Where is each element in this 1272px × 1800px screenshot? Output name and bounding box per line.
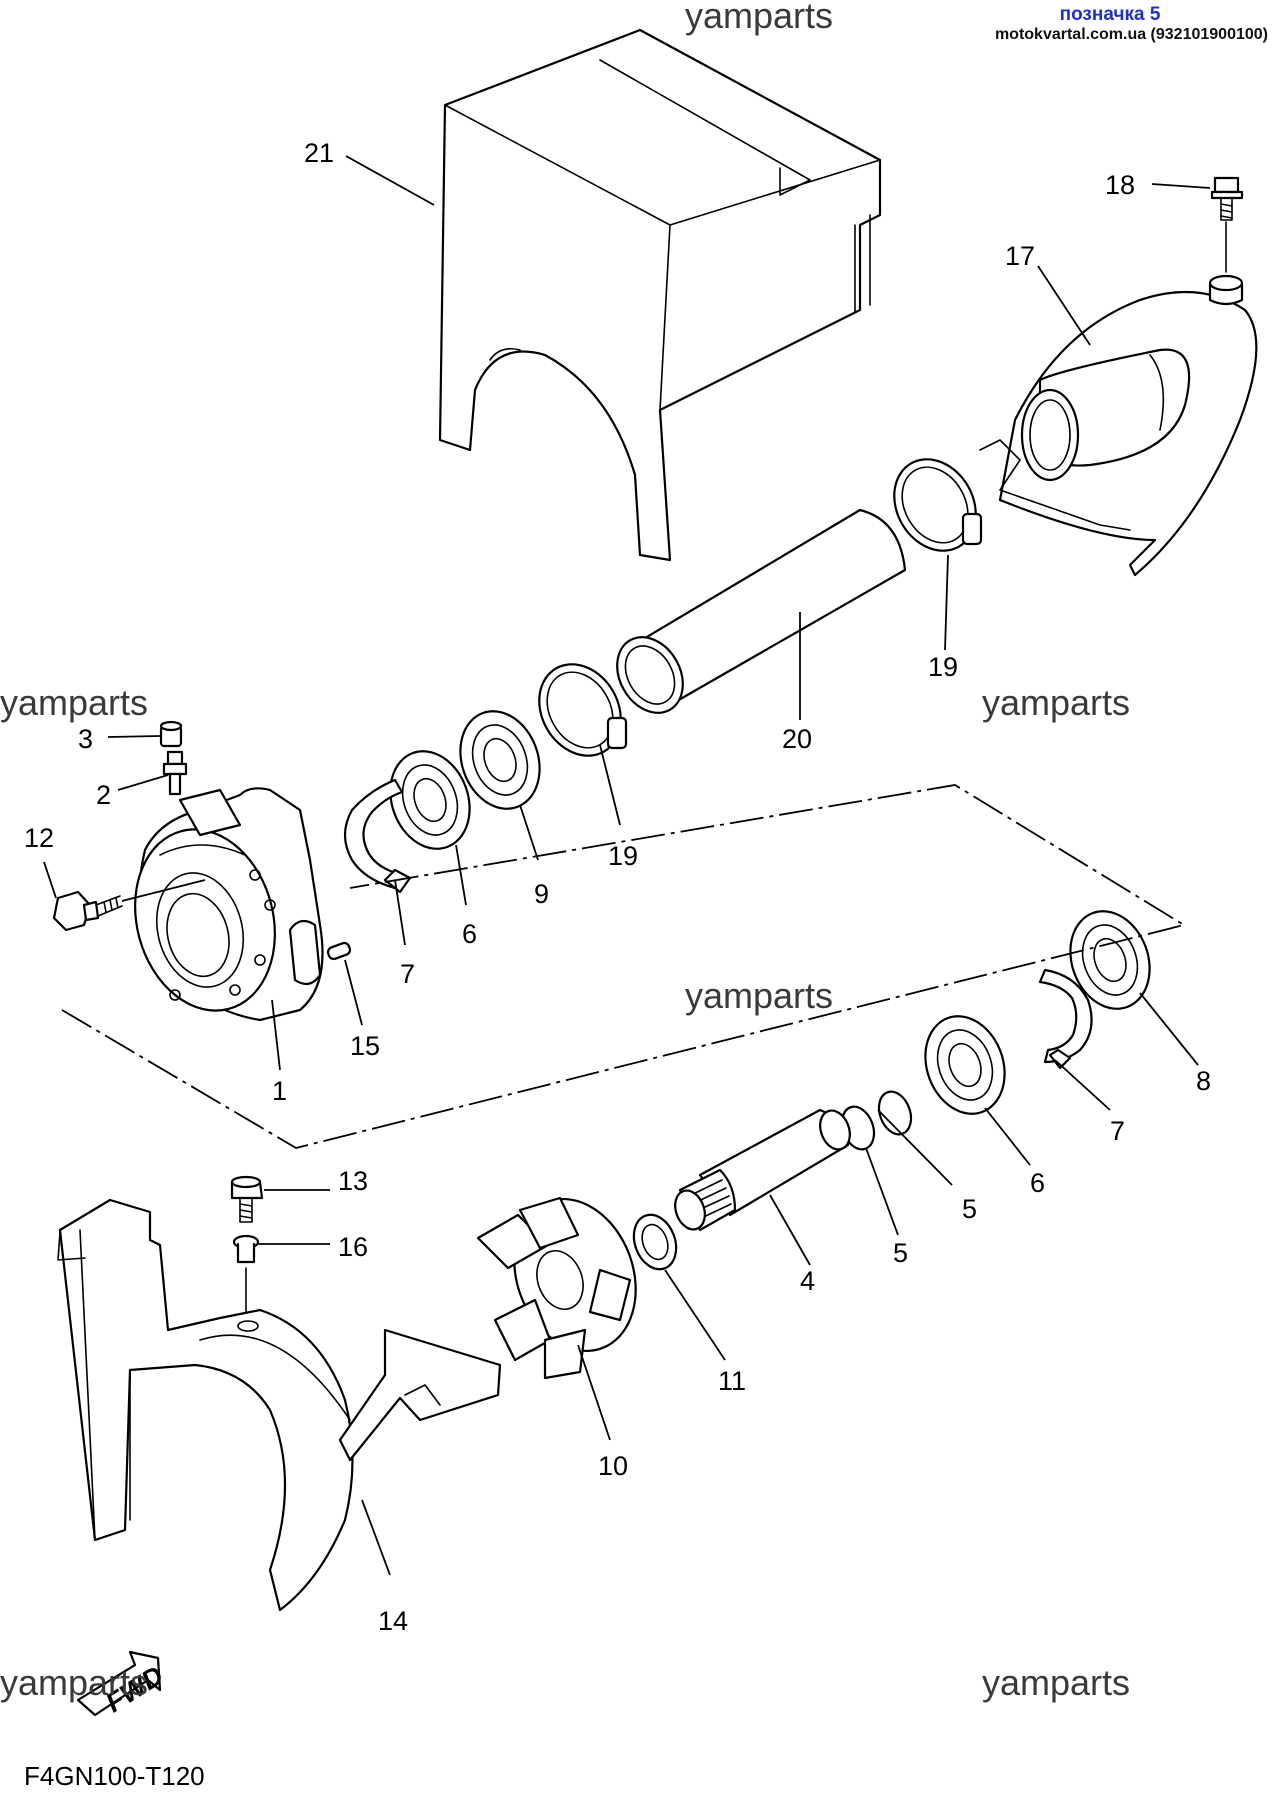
callout-7-lower: 7	[1110, 1116, 1125, 1146]
fwd-arrow: FWD	[76, 1650, 169, 1718]
part-21-cover[interactable]	[438, 28, 882, 562]
callout-14: 14	[378, 1606, 408, 1636]
callout-20: 20	[782, 724, 812, 754]
part-4-shaft[interactable]	[670, 1106, 855, 1233]
callout-2: 2	[96, 780, 111, 810]
callout-19-upper: 19	[928, 652, 958, 682]
part-6-bearing-upper[interactable]	[377, 740, 483, 860]
part-6-bearing-lower[interactable]	[912, 1005, 1018, 1125]
leader-lines	[43, 155, 1211, 1576]
part-3-cap[interactable]	[159, 720, 183, 748]
callout-17: 17	[1005, 241, 1035, 271]
part-12-bolt[interactable]	[52, 890, 123, 932]
callout-19-lower: 19	[608, 841, 638, 871]
callout-21: 21	[304, 138, 334, 168]
callout-1: 1	[272, 1076, 287, 1106]
watermark-bottom-left: yamparts	[0, 1662, 148, 1703]
part-1-housing[interactable]	[116, 787, 324, 1026]
part-8-bearing[interactable]	[1057, 900, 1163, 1020]
callout-5-left: 5	[893, 1238, 908, 1268]
diagram-code: F4GN100-T120	[24, 1761, 205, 1791]
callout-6-upper: 6	[462, 919, 477, 949]
callout-12: 12	[24, 823, 54, 853]
callout-5-right: 5	[962, 1194, 977, 1224]
callout-10: 10	[598, 1451, 628, 1481]
part-7-circlip-lower[interactable]	[1038, 968, 1093, 1070]
assembly-outline	[61, 784, 1187, 1149]
part-18-bolt[interactable]	[1210, 176, 1244, 273]
callout-4: 4	[800, 1266, 815, 1296]
callout-9: 9	[534, 879, 549, 909]
part-19-clamp-upper[interactable]	[878, 444, 992, 565]
callout-8: 8	[1196, 1066, 1211, 1096]
callout-11: 11	[718, 1366, 746, 1396]
watermarks: yamparts yamparts yamparts yamparts yamp…	[0, 0, 1130, 1703]
callout-labels: 21 18 17 19 20 19 9 6 7 3 2 12 15 1 8 7 …	[24, 138, 1211, 1636]
part-19-clamp-lower[interactable]	[523, 649, 637, 770]
watermark-top: yamparts	[685, 0, 833, 36]
part-17-nozzle[interactable]	[979, 274, 1258, 577]
part-9-bearing[interactable]	[447, 700, 553, 820]
part-11-spacer[interactable]	[627, 1209, 684, 1275]
watermark-bottom-right: yamparts	[982, 1662, 1130, 1703]
callout-18: 18	[1105, 170, 1135, 200]
part-16-collar[interactable]	[232, 1234, 260, 1321]
watermark-center: yamparts	[685, 975, 833, 1016]
header-title: позначка 5	[1059, 4, 1161, 25]
part-20-pipe[interactable]	[604, 508, 907, 725]
part-14-guard[interactable]	[57, 1198, 502, 1612]
part-13-bolt[interactable]	[230, 1175, 264, 1223]
header-site: motokvartal.com.ua (932101900100)	[994, 26, 1268, 43]
watermark-right: yamparts	[982, 682, 1130, 723]
callout-13: 13	[338, 1166, 368, 1196]
callout-15: 15	[350, 1031, 380, 1061]
part-15-pin[interactable]	[326, 941, 352, 961]
callout-6-lower: 6	[1030, 1168, 1045, 1198]
callout-7-upper: 7	[400, 959, 415, 989]
part-10-coupler[interactable]	[476, 1182, 656, 1380]
part-2-fitting[interactable]	[162, 750, 188, 796]
callout-3: 3	[78, 724, 93, 754]
watermark-left: yamparts	[0, 682, 148, 723]
callout-16: 16	[338, 1232, 368, 1262]
